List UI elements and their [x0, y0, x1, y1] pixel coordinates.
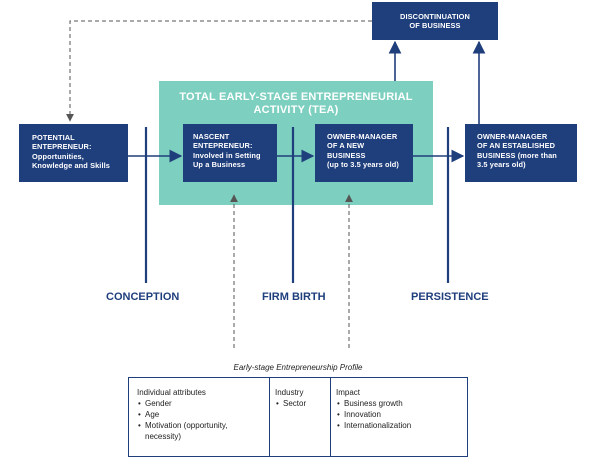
individual-heading: Individual attributes — [137, 388, 206, 397]
stage-label-persistence: PERSISTENCE — [411, 291, 489, 303]
profile-table: Individual attributes Gender Age Motivat… — [128, 377, 468, 457]
potential-entrepreneur-box: POTENTIAL ENTEPRENEUR: Opportunities, Kn… — [19, 124, 128, 182]
established-owner-line2: OF AN ESTABLISHED — [477, 141, 556, 151]
established-business-owner-box: OWNER-MANAGER OF AN ESTABLISHED BUSINESS… — [465, 124, 577, 182]
industry-heading: Industry — [275, 388, 304, 397]
established-owner-line1: OWNER-MANAGER — [477, 132, 548, 141]
new-owner-line2: OF A NEW — [327, 141, 365, 151]
new-owner-line4: (up to 3.5 years old) — [327, 160, 399, 170]
profile-divider-2 — [330, 378, 331, 456]
new-business-owner-box: OWNER-MANAGER OF A NEW BUSINESS (up to 3… — [315, 124, 413, 182]
dashed-feedback-loop — [66, 20, 372, 122]
discontinuation-line2: OF BUSINESS — [409, 21, 461, 31]
impact-item-internationalization: Internationalization — [336, 420, 464, 431]
tea-title-line1: TOTAL EARLY-STAGE ENTREPRENEURIAL — [179, 91, 413, 103]
profile-column-industry: Industry Sector — [275, 387, 327, 409]
potential-line4: Knowledge and Skills — [32, 161, 110, 171]
profile-column-impact: Impact Business growth Innovation Intern… — [336, 387, 464, 431]
nascent-line4: Up a Business — [193, 160, 246, 170]
impact-heading: Impact — [336, 388, 361, 397]
discontinuation-line1: DISCONTINUATION — [400, 12, 470, 21]
nascent-entrepreneur-box: NASCENT ENTEPRENEUR: Involved in Setting… — [183, 124, 277, 182]
impact-item-business-growth: Business growth — [336, 398, 464, 409]
tea-title-line2: ACTIVITY (TEA) — [253, 103, 339, 116]
tea-title: TOTAL EARLY-STAGE ENTREPRENEURIAL ACTIVI… — [159, 91, 433, 116]
profile-title: Early-stage Entrepreneurship Profile — [233, 363, 363, 372]
established-owner-line3: BUSINESS (more than — [477, 150, 557, 160]
individual-item-age: Age — [137, 409, 265, 420]
impact-item-innovation: Innovation — [336, 409, 464, 420]
potential-line2: ENTEPRENEUR: — [32, 142, 92, 152]
potential-line1: POTENTIAL — [32, 133, 75, 142]
nascent-line3: Involved in Setting — [193, 150, 261, 160]
individual-item-motivation-cont: necessity) — [145, 432, 182, 441]
potential-line3: Opportunities, — [32, 151, 84, 161]
discontinuation-box: DISCONTINUATION OF BUSINESS — [372, 2, 498, 40]
individual-item-motivation: Motivation (opportunity, — [137, 420, 265, 431]
new-owner-line1: OWNER-MANAGER — [327, 132, 398, 141]
industry-item-sector: Sector — [275, 398, 327, 409]
stage-label-firm-birth: FIRM BIRTH — [262, 291, 326, 303]
stage-label-conception: CONCEPTION — [106, 291, 180, 303]
established-owner-line4: 3.5 years old) — [477, 160, 526, 170]
profile-column-individual: Individual attributes Gender Age Motivat… — [137, 387, 265, 442]
nascent-line1: NASCENT — [193, 132, 230, 141]
individual-item-gender: Gender — [137, 398, 265, 409]
profile-divider-1 — [269, 378, 270, 456]
new-owner-line3: BUSINESS — [327, 150, 366, 160]
nascent-line2: ENTEPRENEUR: — [193, 141, 253, 151]
